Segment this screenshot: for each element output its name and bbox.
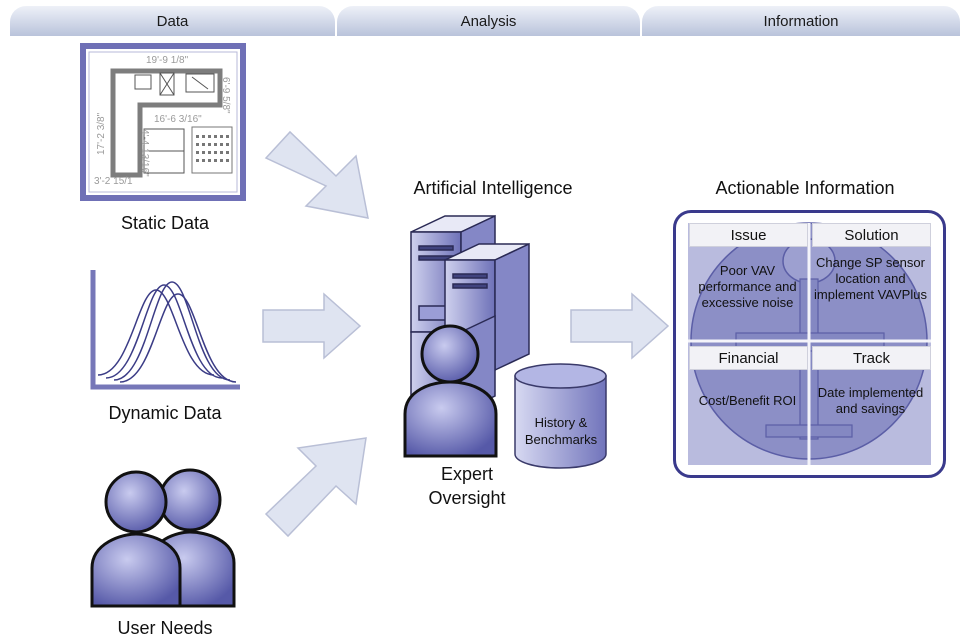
issue-text: Poor VAV performance and excessive noise [698, 263, 797, 310]
dim-mid-h: 16'-6 3/16" [154, 114, 202, 125]
solution-text: Change SP sensor location and implement … [814, 255, 927, 302]
header-data: Data [10, 6, 335, 36]
arrow-output-icon [570, 292, 670, 360]
user-needs-icon [90, 468, 236, 608]
user-needs-label: User Needs [117, 618, 213, 638]
issue-title: Issue [689, 223, 808, 247]
solution-title: Solution [812, 223, 931, 247]
arrow-user-icon [264, 437, 367, 538]
dim-left: 17'-2 3/8" [96, 112, 107, 155]
database-icon [514, 363, 607, 469]
database-label: History & Benchmarks [515, 414, 607, 448]
floor-plan-graphic: 19'-9 1/8" 6'-9 5/8" 17'-2 3/8" 16'-6 3/… [80, 43, 246, 201]
database-label-line2: Benchmarks [524, 432, 598, 447]
financial-title: Financial [689, 346, 808, 370]
financial-text: Cost/Benefit ROI [698, 393, 797, 408]
dim-right: 6'-9 5/8" [220, 77, 231, 114]
expert-label-line2: Oversight [428, 488, 506, 508]
track-text: Date implemented and savings [817, 385, 924, 416]
expert-person-icon [403, 324, 498, 458]
dim-bottom: 3'-2 15/1 [94, 176, 133, 187]
dynamic-data-graphic [90, 270, 240, 390]
static-data-label: Static Data [120, 213, 210, 233]
dim-top: 19'-9 1/8" [146, 55, 189, 66]
calendar-icon [191, 126, 233, 174]
arrow-dynamic-icon [262, 292, 362, 360]
dim-mid-v: 4'-4 13/16" [139, 129, 150, 177]
expert-label-line1: Expert [440, 464, 494, 484]
header-analysis: Analysis [337, 6, 640, 36]
actionable-info-panel: Issue Poor VAV performance and excessive… [673, 210, 946, 478]
header-information: Information [642, 6, 960, 36]
arrow-static-icon [264, 130, 369, 219]
ai-label: Artificial Intelligence [413, 178, 573, 198]
track-title: Track [812, 346, 931, 370]
database-label-line1: History & [534, 415, 588, 430]
expert-oversight-label: Expert Oversight [412, 462, 522, 510]
panel-background-graphic [688, 222, 931, 465]
actionable-info-title: Actionable Information [715, 178, 895, 198]
dynamic-data-label: Dynamic Data [108, 403, 222, 423]
